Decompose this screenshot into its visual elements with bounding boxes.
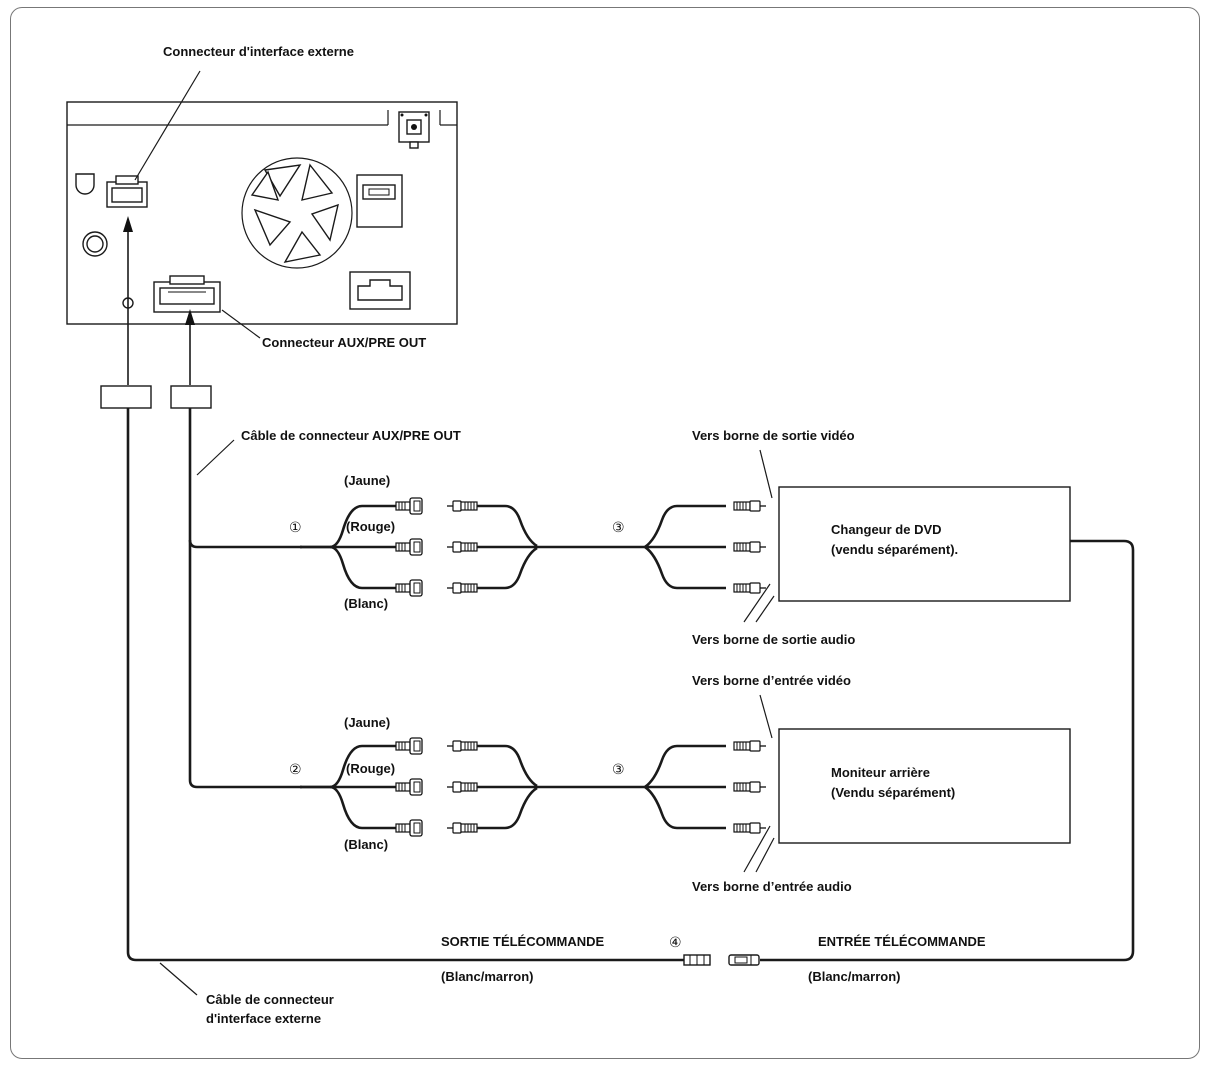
aux-cable-plug [170, 385, 212, 409]
wire-color-white-2: (Blanc) [344, 837, 388, 852]
diagram-frame [10, 7, 1200, 1059]
aux-connector-label: Connecteur AUX/PRE OUT [262, 335, 426, 350]
round-connector [82, 231, 108, 257]
aux-cable-trunk [188, 408, 302, 789]
aux-preout-connector [153, 275, 221, 313]
dvd-changer-note: (vendu séparément). [831, 542, 958, 557]
remote-connector-female [728, 954, 760, 966]
rear-monitor-note: (Vendu séparément) [831, 785, 955, 800]
mount-hole [75, 173, 95, 195]
remote-in-color: (Blanc/marron) [808, 969, 900, 984]
wire-color-yellow-1: (Jaune) [344, 473, 390, 488]
audio-out-leader-a [743, 583, 771, 623]
remote-connector-male [683, 954, 711, 966]
dvd-changer-title: Changeur de DVD [831, 522, 942, 537]
aux-connector-leader [221, 309, 261, 339]
remote-out-color: (Blanc/marron) [441, 969, 533, 984]
marker-4: ④ [669, 935, 682, 951]
marker-3a: ③ [612, 520, 625, 536]
marker-1: ① [289, 520, 302, 536]
ext-cable-label-2: d'interface externe [206, 1011, 321, 1026]
ext-cable-arrow [123, 216, 133, 385]
rca-cable-set-2 [300, 737, 767, 837]
usb-port [356, 174, 403, 228]
ext-cable-plug [100, 385, 152, 409]
marker-2: ② [289, 762, 302, 778]
remote-in-label: ENTRÉE TÉLÉCOMMANDE [818, 934, 986, 949]
marker-3b: ③ [612, 762, 625, 778]
audio-in-leader-a [743, 825, 771, 873]
wire-color-white-1: (Blanc) [344, 596, 388, 611]
video-in-label: Vers borne d’entrée vidéo [692, 673, 851, 688]
wire-color-red-2: (Rouge) [346, 761, 395, 776]
aux-cable-label: Câble de connecteur AUX/PRE OUT [241, 428, 461, 443]
rear-monitor-box [778, 728, 1071, 844]
video-in-leader [759, 694, 773, 739]
antenna-connector [398, 111, 430, 149]
ext-connector-leader [134, 70, 201, 181]
ext-connector-label: Connecteur d'interface externe [163, 44, 354, 59]
video-out-label: Vers borne de sortie vidéo [692, 428, 855, 443]
wire-color-red-1: (Rouge) [346, 519, 395, 534]
head-unit-rear-panel [66, 101, 458, 325]
ext-cable-label-1: Câble de connecteur [206, 992, 334, 1007]
aux-cable-branch-1 [188, 539, 302, 549]
dvd-changer-box [778, 486, 1071, 602]
external-interface-connector [106, 175, 148, 208]
fan-icon [241, 157, 353, 269]
remote-in-cable [760, 539, 1135, 962]
aux-cable-arrow [185, 309, 195, 385]
ext-cable-leader [159, 962, 198, 996]
rca-cable-set-1 [300, 497, 767, 597]
remote-out-label: SORTIE TÉLÉCOMMANDE [441, 934, 605, 949]
audio-in-label: Vers borne d’entrée audio [692, 879, 852, 894]
aux-cable-leader [196, 439, 235, 476]
audio-in-leader-b [755, 837, 775, 873]
audio-out-label: Vers borne de sortie audio [692, 632, 855, 647]
audio-out-leader-b [755, 595, 775, 623]
ext-cable-remote [126, 408, 684, 962]
wire-color-yellow-2: (Jaune) [344, 715, 390, 730]
rear-monitor-title: Moniteur arrière [831, 765, 930, 780]
camera-connector [349, 271, 411, 310]
video-out-leader [759, 449, 773, 499]
